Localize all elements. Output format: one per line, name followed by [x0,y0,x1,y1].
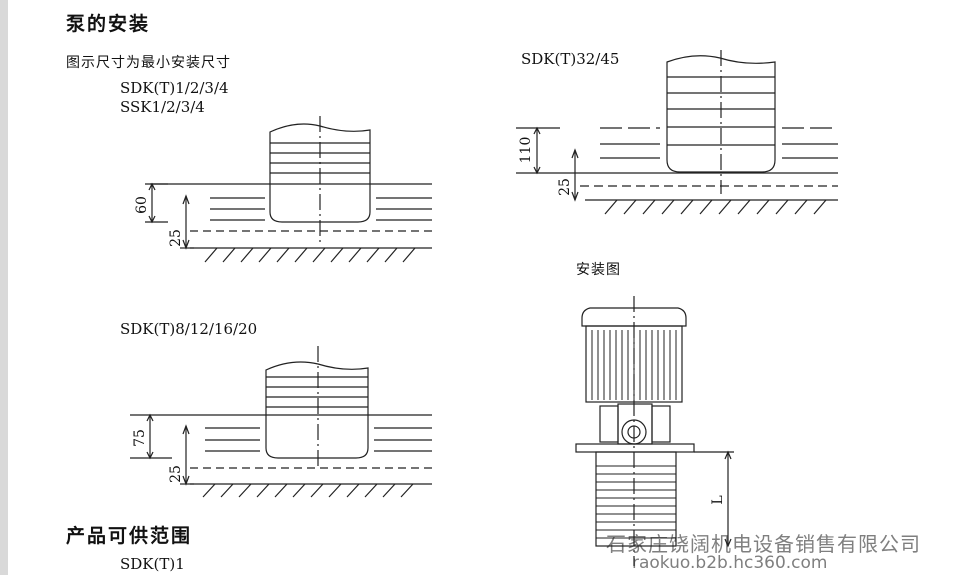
fig-b-floor-hatch [604,199,827,215]
fig-b-dim-upper [516,126,560,175]
fig-d-barrel-stages [596,465,676,539]
figure-a: 60 25 [134,116,432,263]
left-margin-bar [0,0,8,575]
fig-a-dim-lower-label: 25 [168,229,184,247]
fig-b-pump-body [666,55,776,173]
fig-b-model: SDK(T)32/45 [521,50,620,68]
fig-d-coupling-left [599,405,619,443]
fig-a-model-2: SSK1/2/3/4 [120,98,205,116]
figure-c: 75 25 [130,346,432,498]
fig-d-mount-flange [575,443,695,453]
fig-c-dim-lower-label: 25 [168,465,184,483]
fig-d-motor-fins [591,330,677,400]
figure-d: L [575,296,734,566]
fig-c-dim-upper-label: 75 [132,429,148,447]
fig-a-dim-upper [145,182,168,224]
fig-b-dim-lower-label: 25 [557,178,573,196]
fig-a-pump-body [269,123,371,223]
watermark-company: 石家庄饶阔机电设备销售有限公司 [606,532,921,556]
fig-d-pump-barrel [595,451,677,547]
fig-c-pump-body [265,361,369,459]
note-min-dimensions: 图示尺寸为最小安装尺寸 [66,55,231,71]
fig-b-liquid-lines [580,127,838,187]
heading-installation: 泵的安装 [66,13,151,35]
fig-c-dim-upper [130,413,172,460]
fig-a-floor-hatch [204,247,416,263]
fig-a-model-1: SDK(T)1/2/3/4 [120,79,229,97]
fig-d-motor-cap [581,307,687,327]
fig-c-model: SDK(T)8/12/16/20 [120,320,258,338]
fig-a-liquid-lines [190,197,432,232]
heading-product-range: 产品可供范围 [66,525,193,547]
fig-b-dim-upper-label: 110 [518,137,534,164]
range-item-1: SDK(T)1 [120,555,185,573]
watermark-url: raokuo.b2b.hc360.com [632,553,828,573]
fig-d-title: 安装图 [576,262,621,278]
fig-c-liquid-lines [190,427,432,469]
fig-d-coupling-right [651,405,671,443]
fig-d-dim-length [694,450,734,548]
fig-a-dim-upper-label: 60 [134,196,150,214]
fig-c-dim-lower [180,424,194,486]
fig-c-floor-hatch [202,483,414,498]
fig-c-pump-ribs [266,376,368,408]
fig-d-dim-length-label: L [710,495,726,504]
fig-b-dim-lower [571,148,579,202]
figure-b: 110 25 [516,50,838,215]
fig-a-dim-lower [180,194,194,250]
